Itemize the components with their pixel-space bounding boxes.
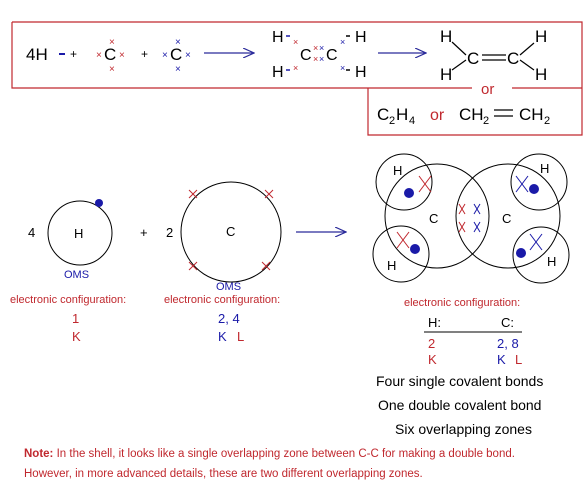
h-count: 4	[28, 225, 35, 240]
svg-text:H: H	[547, 254, 556, 269]
svg-text:H: H	[74, 226, 83, 241]
or-label: or	[481, 81, 494, 98]
svg-text:×: ×	[293, 37, 298, 47]
h-config-shell: K	[72, 329, 81, 344]
mol-c-shell-l: L	[515, 352, 522, 367]
svg-text:2: 2	[389, 115, 395, 127]
svg-text:C: C	[377, 105, 389, 124]
c-count: 2	[166, 225, 173, 240]
svg-text:CH: CH	[459, 105, 484, 124]
svg-text:H: H	[440, 65, 452, 84]
svg-text:×: ×	[293, 63, 298, 73]
svg-text:H: H	[387, 258, 396, 273]
mol-h-value: 2	[428, 336, 435, 351]
svg-text:×: ×	[162, 50, 168, 61]
svg-text:C: C	[226, 224, 235, 239]
equation-box	[11, 21, 583, 136]
svg-text:C: C	[104, 45, 116, 64]
plus-sign-2: +	[141, 47, 148, 61]
svg-text:H: H	[393, 163, 402, 178]
footnote-text: In the shell, it looks like a single ove…	[24, 448, 515, 480]
svg-text:H: H	[396, 105, 408, 124]
c-config-value: 2, 4	[218, 311, 240, 326]
svg-text:×: ×	[313, 43, 318, 53]
svg-text:×: ×	[109, 37, 115, 48]
molecular-formula: C 2 H 4 or CH 2 CH 2	[377, 105, 550, 127]
svg-text:×: ×	[96, 50, 102, 61]
svg-text:×: ×	[319, 54, 324, 64]
svg-text:C: C	[170, 45, 182, 64]
svg-text:×: ×	[313, 54, 318, 64]
svg-text:CH: CH	[519, 105, 544, 124]
svg-text:C: C	[429, 211, 438, 226]
footnote: Note: In the shell, it looks like a sing…	[24, 444, 564, 484]
svg-text:H: H	[355, 64, 367, 81]
svg-text:H: H	[540, 161, 549, 176]
ethene-shell-diagram: H H H H C C	[372, 153, 570, 284]
svg-text:H: H	[535, 65, 547, 84]
lewis-ethene: H H × × C × × × × C × × H H	[272, 29, 367, 81]
h-atom-term: 4H	[26, 45, 48, 64]
svg-text:×: ×	[319, 43, 324, 53]
summary-double-bond: One double covalent bond	[378, 397, 541, 413]
plus-sign-shells: +	[140, 225, 148, 240]
c-config-shell-k: K	[218, 329, 227, 344]
svg-text:2: 2	[483, 115, 489, 127]
summary-overlap-zones: Six overlapping zones	[395, 421, 532, 437]
svg-text:×: ×	[119, 50, 125, 61]
svg-text:×: ×	[175, 37, 181, 48]
footnote-label: Note:	[24, 448, 54, 460]
svg-text:2: 2	[544, 115, 550, 127]
svg-text:H: H	[272, 29, 284, 46]
mol-c-value: 2, 8	[497, 336, 519, 351]
structural-ethene: H H C C H H	[440, 27, 547, 84]
svg-text:×: ×	[109, 64, 115, 75]
svg-text:×: ×	[340, 37, 345, 47]
h-oms-label: OMS	[64, 269, 89, 281]
svg-text:H: H	[535, 27, 547, 46]
svg-text:C: C	[300, 47, 312, 64]
mol-c-shell-k: K	[497, 352, 506, 367]
svg-text:×: ×	[340, 63, 345, 73]
carbon-lewis-1: C × × × ×	[96, 37, 125, 75]
c-config-shell-l: L	[237, 329, 244, 344]
summary-single-bonds: Four single covalent bonds	[376, 373, 543, 389]
svg-text:H: H	[440, 27, 452, 46]
c-config-heading: electronic configuration:	[164, 294, 280, 306]
h-config-value: 1	[72, 311, 79, 326]
svg-text:or: or	[430, 107, 445, 124]
plus-sign-1: +	[70, 47, 77, 61]
svg-text:C: C	[507, 49, 519, 68]
mol-c-label: C:	[501, 315, 514, 330]
carbon-lewis-2: C × × × ×	[162, 37, 191, 75]
carbon-shell: C	[180, 181, 282, 283]
svg-text:4: 4	[409, 115, 415, 127]
mol-config-heading: electronic configuration:	[404, 297, 520, 309]
svg-text:C: C	[326, 47, 338, 64]
mol-h-shell: K	[428, 352, 437, 367]
svg-text:×: ×	[185, 50, 191, 61]
h-config-heading: electronic configuration:	[10, 294, 126, 306]
hydrogen-shell: H	[47, 199, 113, 266]
svg-text:H: H	[272, 64, 284, 81]
c-oms-label: OMS	[216, 281, 241, 293]
svg-text:×: ×	[175, 64, 181, 75]
svg-text:C: C	[467, 49, 479, 68]
svg-text:C: C	[502, 211, 511, 226]
mol-h-label: H:	[428, 315, 441, 330]
svg-text:H: H	[355, 29, 367, 46]
